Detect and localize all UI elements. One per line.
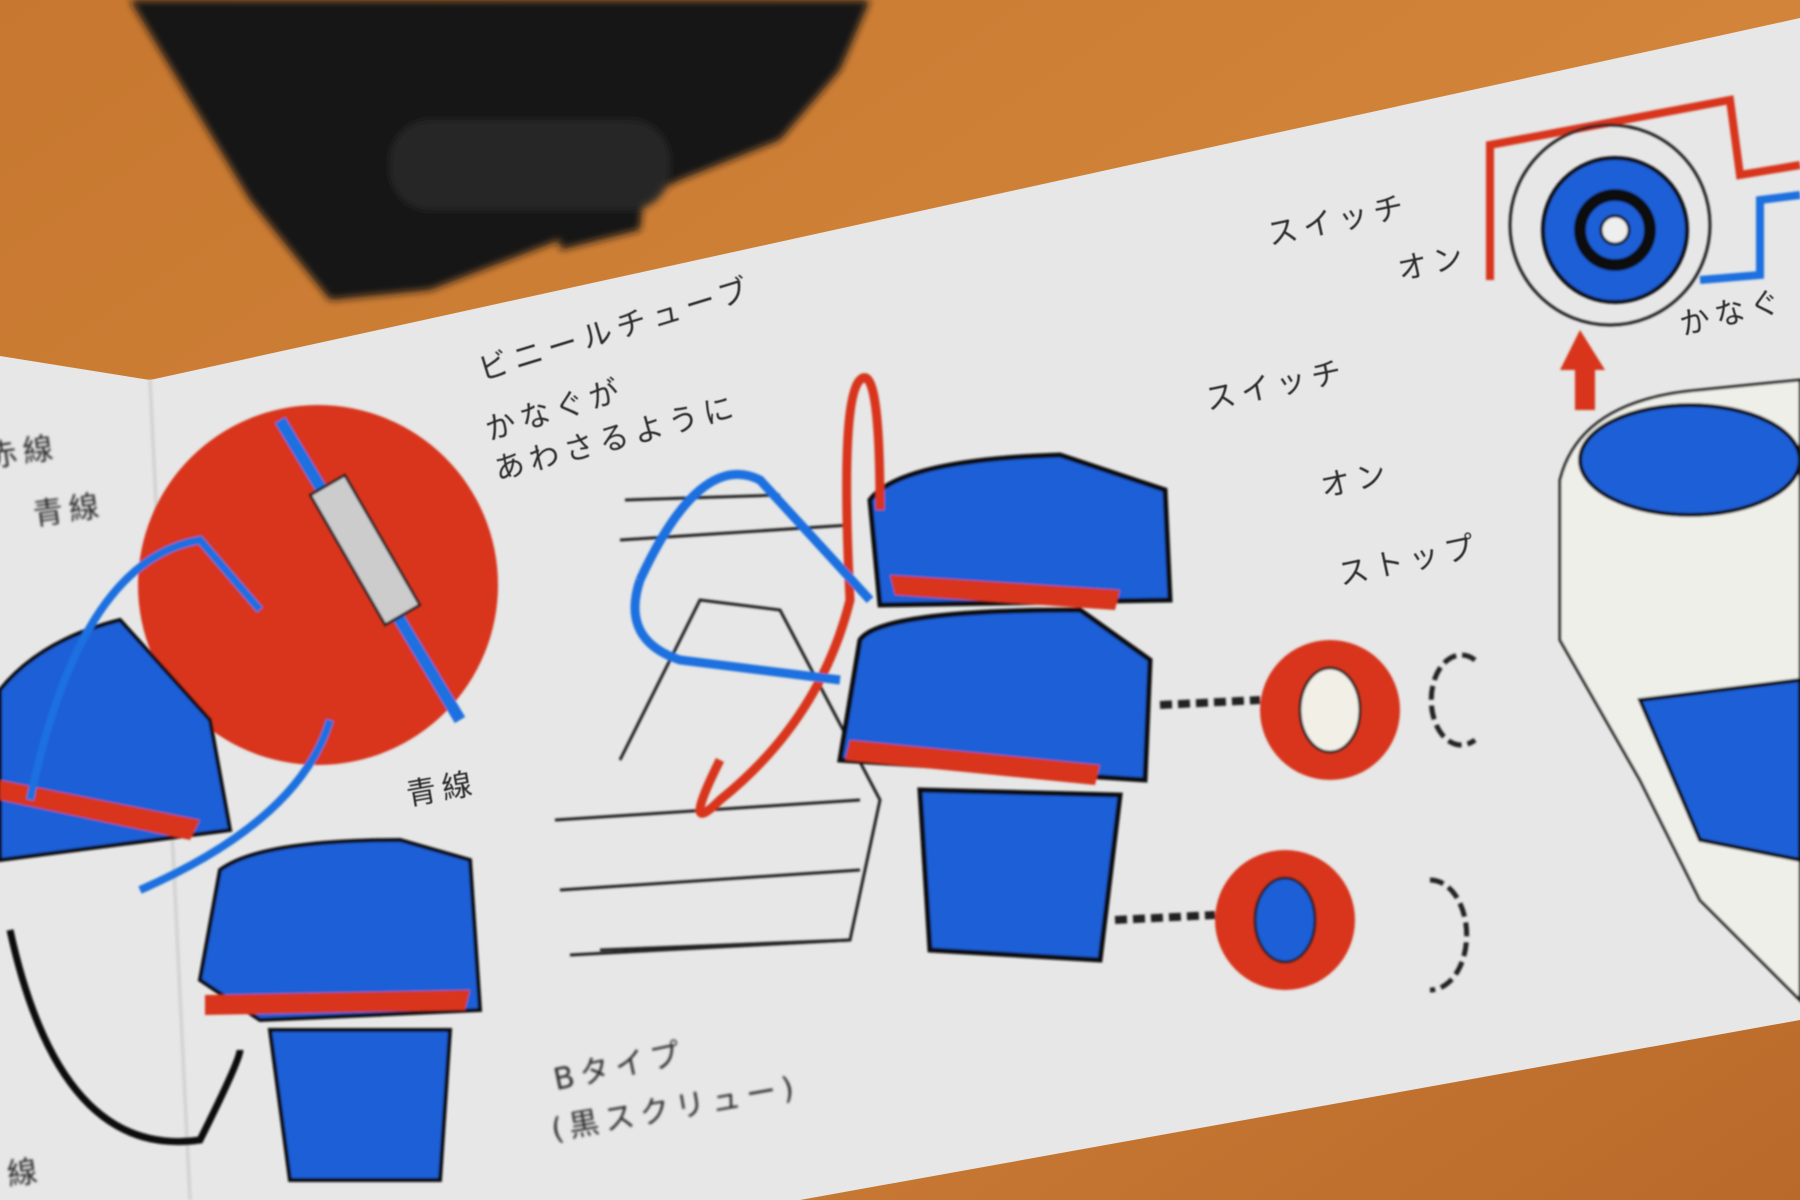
black-plastic-part [130, 0, 870, 300]
illustration-right [1486, 95, 1800, 1003]
label-wire-bottom-left: 線 [4, 1153, 46, 1194]
illustration-middle [554, 373, 1477, 993]
illustration-left [0, 405, 498, 1182]
detail-circle-red [138, 405, 498, 765]
